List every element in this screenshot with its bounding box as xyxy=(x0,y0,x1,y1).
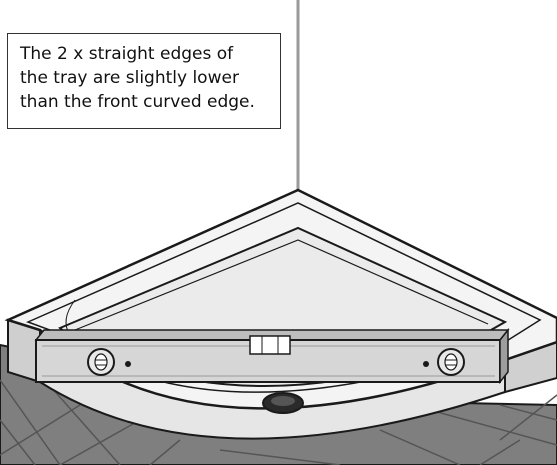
callout-line-2: the tray are slightly lower xyxy=(20,68,239,88)
shower-tray xyxy=(4,188,557,440)
right-vial-icon xyxy=(437,348,465,376)
left-vial-icon xyxy=(87,348,115,376)
callout-line-3: than the front curved edge. xyxy=(20,92,255,112)
right-hanging-hole-icon xyxy=(423,361,429,367)
left-hanging-hole-icon xyxy=(125,361,131,367)
callout-line-1: The 2 x straight edges of xyxy=(20,44,234,64)
center-vial-icon xyxy=(249,335,291,355)
spirit-level xyxy=(34,327,510,385)
instruction-callout: The 2 x straight edges of the tray are s… xyxy=(7,33,281,129)
